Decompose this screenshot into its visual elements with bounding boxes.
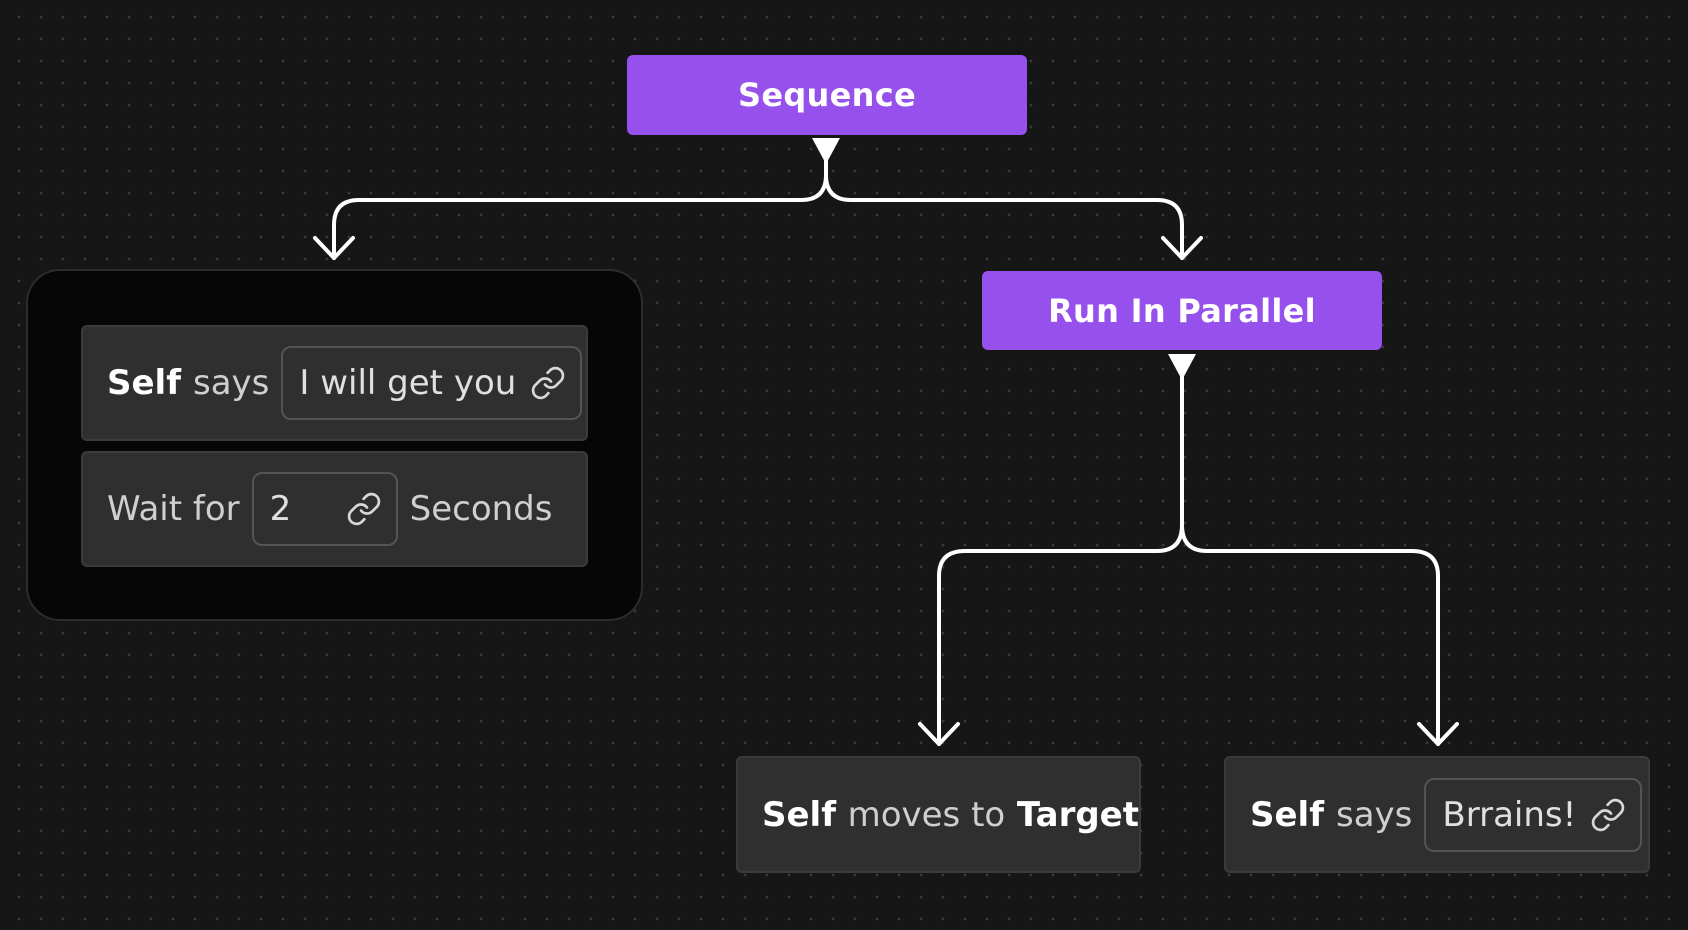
wait-seconds-field[interactable]: 2: [251, 472, 398, 546]
say-text-value: I will get you: [299, 363, 517, 403]
link-icon[interactable]: [346, 491, 382, 527]
move-to-block[interactable]: Self moves to Target: [736, 756, 1141, 873]
say-verb: says: [193, 363, 270, 403]
sequence-child-group[interactable]: Self says I will get you Wait for 2: [26, 269, 643, 621]
say-text-field[interactable]: I will get you: [281, 346, 583, 420]
sequence-label: Sequence: [738, 76, 916, 114]
wait-seconds-value: 2: [269, 489, 292, 529]
say-subject: Self: [107, 363, 181, 403]
sequence-node[interactable]: Sequence: [627, 55, 1027, 135]
link-icon[interactable]: [1590, 797, 1626, 833]
connector-parallel-to-say: [1180, 366, 1440, 746]
link-icon[interactable]: [530, 365, 566, 401]
connector-parallel-to-move: [937, 366, 1184, 746]
arrow-down-icon: [313, 236, 355, 260]
say2-subject: Self: [1250, 794, 1324, 835]
move-subject: Self: [762, 794, 836, 835]
arrow-down-icon: [1417, 722, 1459, 746]
run-in-parallel-label: Run In Parallel: [1048, 291, 1316, 330]
move-verb: moves to: [847, 794, 1006, 835]
say2-text-field[interactable]: Brrains!: [1424, 777, 1643, 852]
say-brrains-block[interactable]: Self says Brrains!: [1224, 756, 1650, 873]
arrow-down-icon: [1161, 236, 1203, 260]
arrow-down-icon: [918, 722, 960, 746]
say2-text-value: Brrains!: [1442, 794, 1577, 835]
run-in-parallel-node[interactable]: Run In Parallel: [982, 271, 1382, 350]
move-target[interactable]: Target: [1016, 794, 1139, 835]
connector-sequence-to-group: [332, 150, 828, 260]
connector-sequence-to-parallel: [824, 150, 1184, 260]
triangle-down-icon: [1168, 354, 1196, 380]
triangle-down-icon: [812, 138, 840, 164]
say2-verb: says: [1336, 794, 1413, 835]
say-block[interactable]: Self says I will get you: [81, 325, 588, 441]
wait-prefix: Wait for: [107, 489, 240, 529]
wait-unit: Seconds: [409, 489, 553, 529]
wait-block[interactable]: Wait for 2 Seconds: [81, 451, 588, 567]
